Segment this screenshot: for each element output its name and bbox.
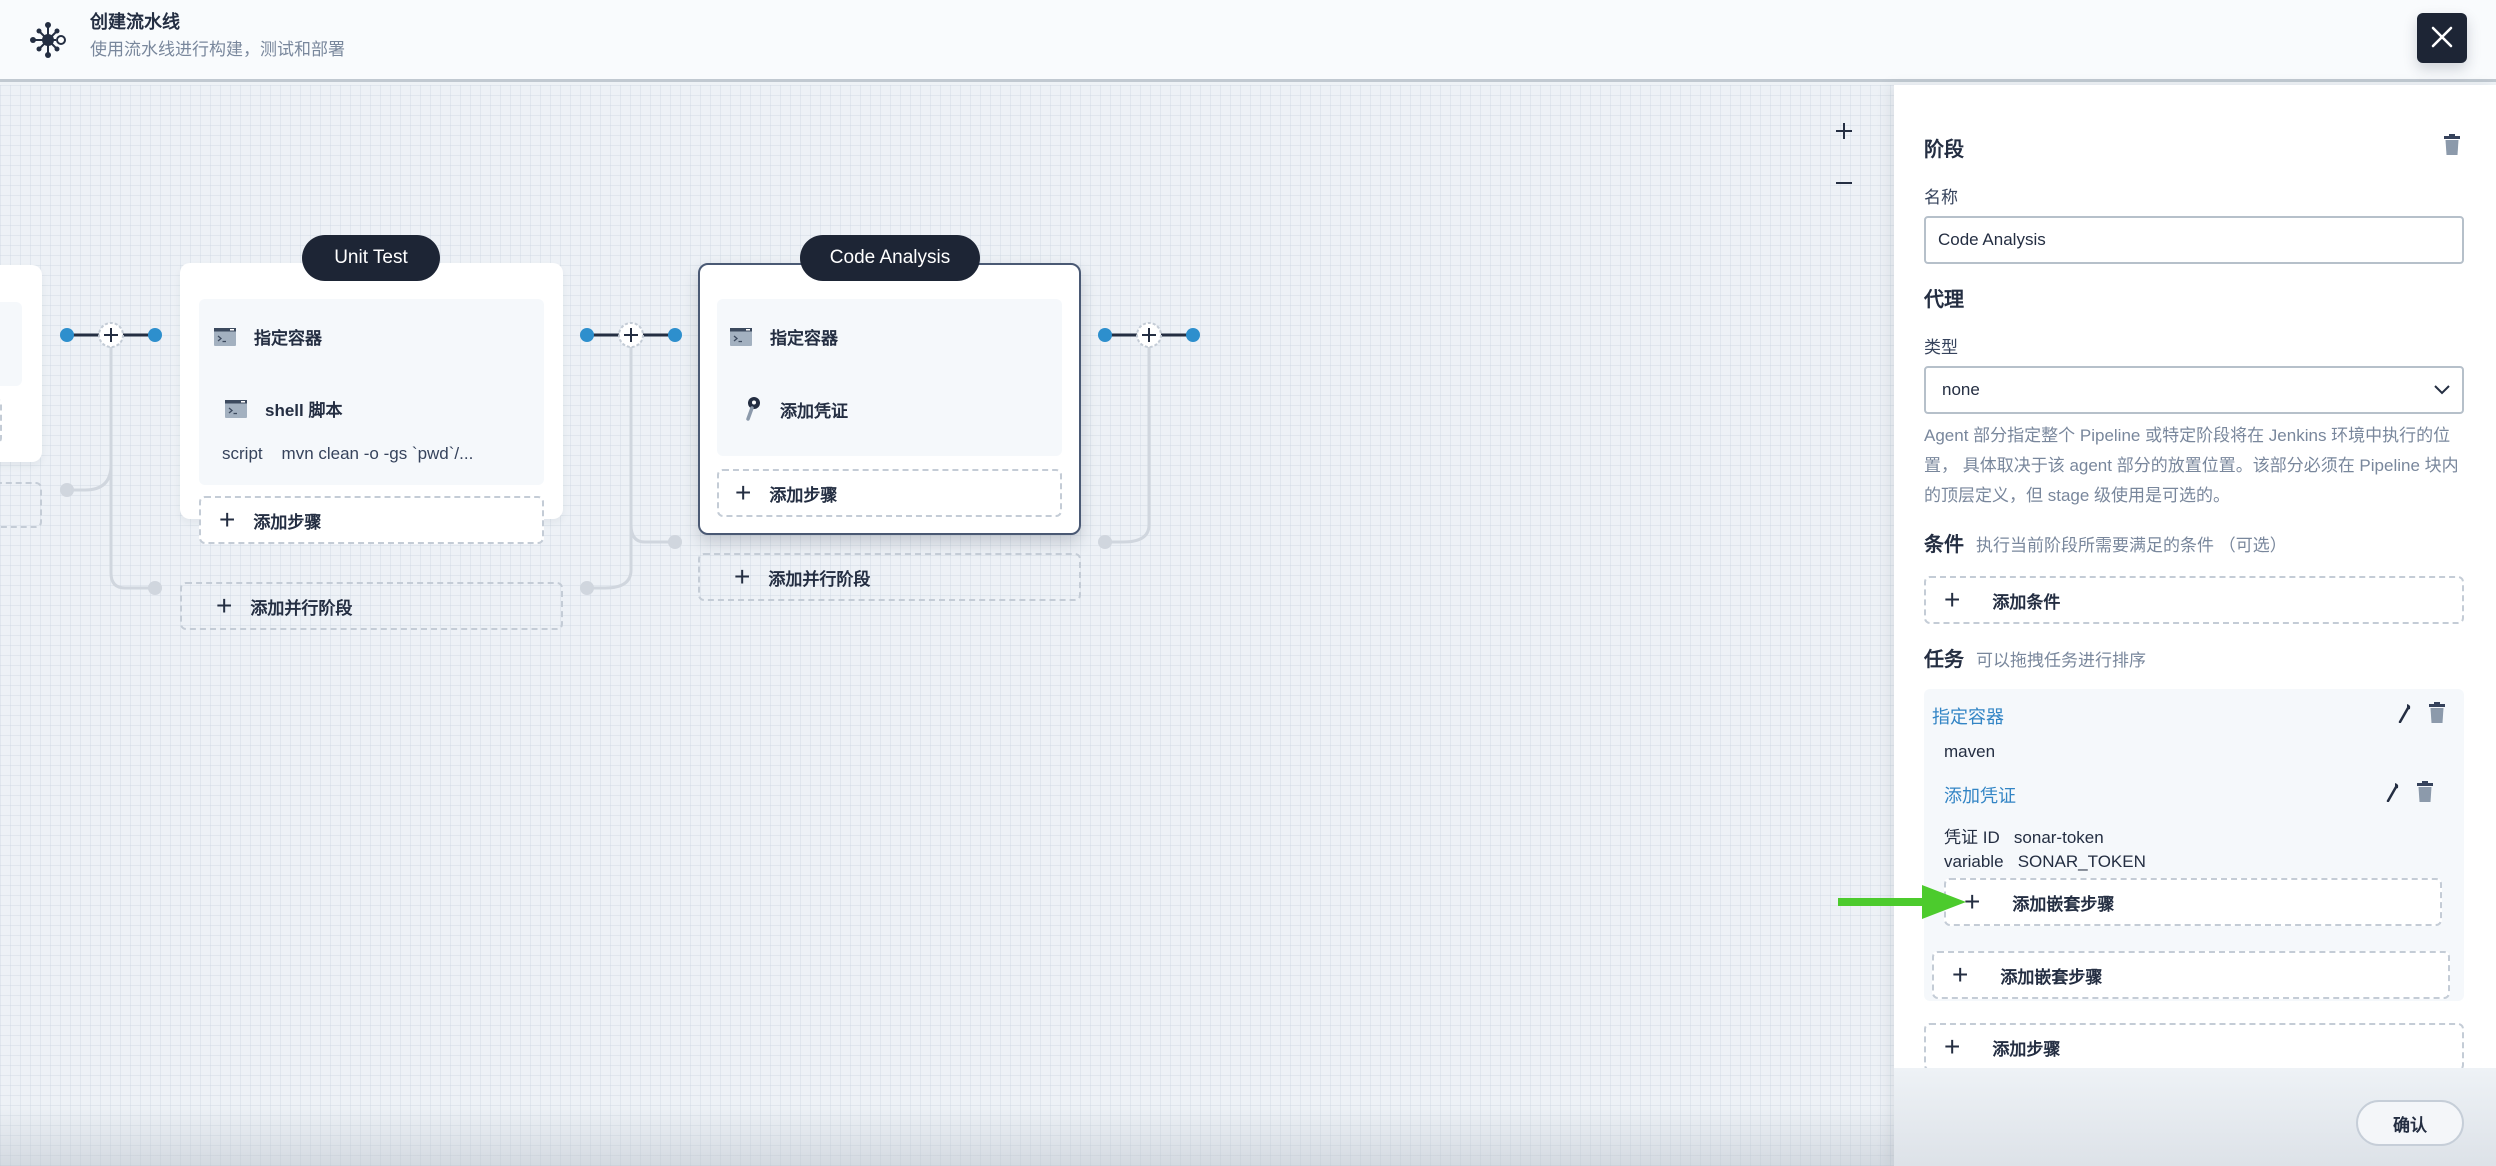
- plus-icon: +: [734, 561, 751, 592]
- stage-name-pill[interactable]: Unit Test: [302, 235, 440, 281]
- pipeline-canvas[interactable]: 指定容器 shell 脚本 script mvn clean -o -gs `p…: [0, 85, 1894, 1166]
- add-condition-button[interactable]: + 添加条件: [1924, 576, 2464, 624]
- agent-type-select[interactable]: none: [1924, 366, 2464, 414]
- stage-card-partial[interactable]: [0, 265, 42, 462]
- pipeline-icon: [28, 20, 68, 60]
- close-icon: [2430, 25, 2454, 52]
- plus-icon: +: [216, 590, 233, 621]
- plus-icon: +: [735, 477, 752, 508]
- header: 创建流水线 使用流水线进行构建，测试和部署: [0, 0, 2496, 82]
- step-detail: script mvn clean -o -gs `pwd`/...: [222, 444, 474, 463]
- stage-card-code-analysis[interactable]: 指定容器 添加凭证 + 添加步骤: [698, 263, 1081, 535]
- add-step-button[interactable]: + 添加步骤: [199, 496, 544, 544]
- trash-icon: [2444, 133, 2460, 161]
- plus-icon: [1835, 122, 1853, 143]
- page-title: 创建流水线: [90, 12, 180, 32]
- edit-nested-task-button[interactable]: [2382, 782, 2404, 806]
- add-parallel-stage-button-partial[interactable]: [0, 482, 42, 528]
- stage-card-unit-test[interactable]: 指定容器 shell 脚本 script mvn clean -o -gs `p…: [180, 263, 563, 544]
- delete-task-button[interactable]: [2426, 701, 2448, 729]
- delete-stage-button[interactable]: [2440, 133, 2464, 161]
- plus-icon: +: [1944, 1031, 1961, 1062]
- nested-field: variable SONAR_TOKEN: [1944, 852, 2146, 871]
- chevron-down-icon: [2434, 380, 2450, 400]
- add-parallel-stage-button[interactable]: + 添加并行阶段: [180, 582, 563, 630]
- step-container[interactable]: 指定容器: [214, 324, 322, 349]
- zoom-out-button[interactable]: [1829, 169, 1859, 199]
- add-stage-button[interactable]: [99, 323, 123, 347]
- task-value: maven: [1944, 742, 1996, 761]
- add-stage-button[interactable]: [619, 323, 643, 347]
- zoom-in-button[interactable]: [1829, 117, 1859, 147]
- stage-section-title: 阶段: [1924, 139, 1964, 161]
- agent-section-title: 代理: [1924, 289, 1964, 311]
- condition-header: 条件 执行当前阶段所需要满足的条件 （可选）: [1924, 534, 2287, 556]
- task-name-link[interactable]: 指定容器: [1932, 707, 2004, 727]
- terminal-icon: [214, 327, 236, 346]
- trash-icon: [2429, 701, 2445, 729]
- wrench-icon: [2386, 782, 2400, 807]
- step-add-credential[interactable]: 添加凭证: [744, 396, 848, 422]
- add-nested-step-button-inner[interactable]: + 添加嵌套步骤: [1944, 878, 2442, 926]
- add-step-button[interactable]: + 添加步骤: [717, 469, 1062, 517]
- stage-settings-panel: 阶段 名称 Code Analysis 代理 类型 none Agent 部分指…: [1894, 85, 2496, 1166]
- agent-description: Agent 部分指定整个 Pipeline 或特定阶段将在 Jenkins 环境…: [1924, 426, 2459, 505]
- edit-task-button[interactable]: [2394, 703, 2416, 727]
- plus-icon: +: [1944, 584, 1961, 615]
- confirm-button[interactable]: 确认: [2356, 1100, 2464, 1146]
- delete-nested-task-button[interactable]: [2414, 780, 2436, 808]
- step-shell-script[interactable]: shell 脚本: [225, 396, 342, 421]
- page-subtitle: 使用流水线进行构建，测试和部署: [90, 40, 345, 59]
- wrench-icon: [2398, 703, 2412, 728]
- tasks-header: 任务 可以拖拽任务进行排序: [1924, 649, 2146, 671]
- stage-connector: [1098, 322, 1200, 549]
- stage-connector: [60, 322, 162, 595]
- minus-icon: [1835, 174, 1853, 195]
- name-label: 名称: [1924, 188, 1958, 207]
- stage-name-pill[interactable]: Code Analysis: [800, 235, 980, 281]
- add-parallel-stage-button[interactable]: + 添加并行阶段: [698, 553, 1081, 601]
- terminal-icon: [225, 399, 247, 418]
- steps-box: [0, 302, 22, 386]
- close-button[interactable]: [2417, 13, 2467, 63]
- nested-field: 凭证 ID sonar-token: [1944, 828, 2104, 847]
- steps-box: [199, 299, 544, 485]
- add-nested-step-button[interactable]: + 添加嵌套步骤: [1932, 951, 2450, 999]
- annotation-arrow-icon: [1838, 885, 1966, 924]
- steps-box: [717, 299, 1062, 456]
- plus-icon: +: [1964, 886, 1981, 917]
- trash-icon: [2417, 780, 2433, 808]
- add-stage-button[interactable]: [1137, 323, 1161, 347]
- step-container[interactable]: 指定容器: [730, 324, 838, 349]
- nested-task-name-link[interactable]: 添加凭证: [1944, 786, 2016, 806]
- type-label: 类型: [1924, 338, 1958, 357]
- stage-name-input[interactable]: Code Analysis: [1924, 216, 2464, 264]
- terminal-icon: [730, 327, 752, 346]
- key-icon: [744, 396, 762, 422]
- plus-icon: +: [1952, 959, 1969, 990]
- add-step-button-partial[interactable]: [0, 398, 2, 444]
- plus-icon: +: [219, 504, 236, 535]
- stage-connector: [580, 322, 682, 595]
- add-step-button[interactable]: + 添加步骤: [1924, 1023, 2464, 1071]
- task-item[interactable]: 指定容器 maven 添加凭证 凭证 ID sonar-token: [1924, 689, 2464, 1001]
